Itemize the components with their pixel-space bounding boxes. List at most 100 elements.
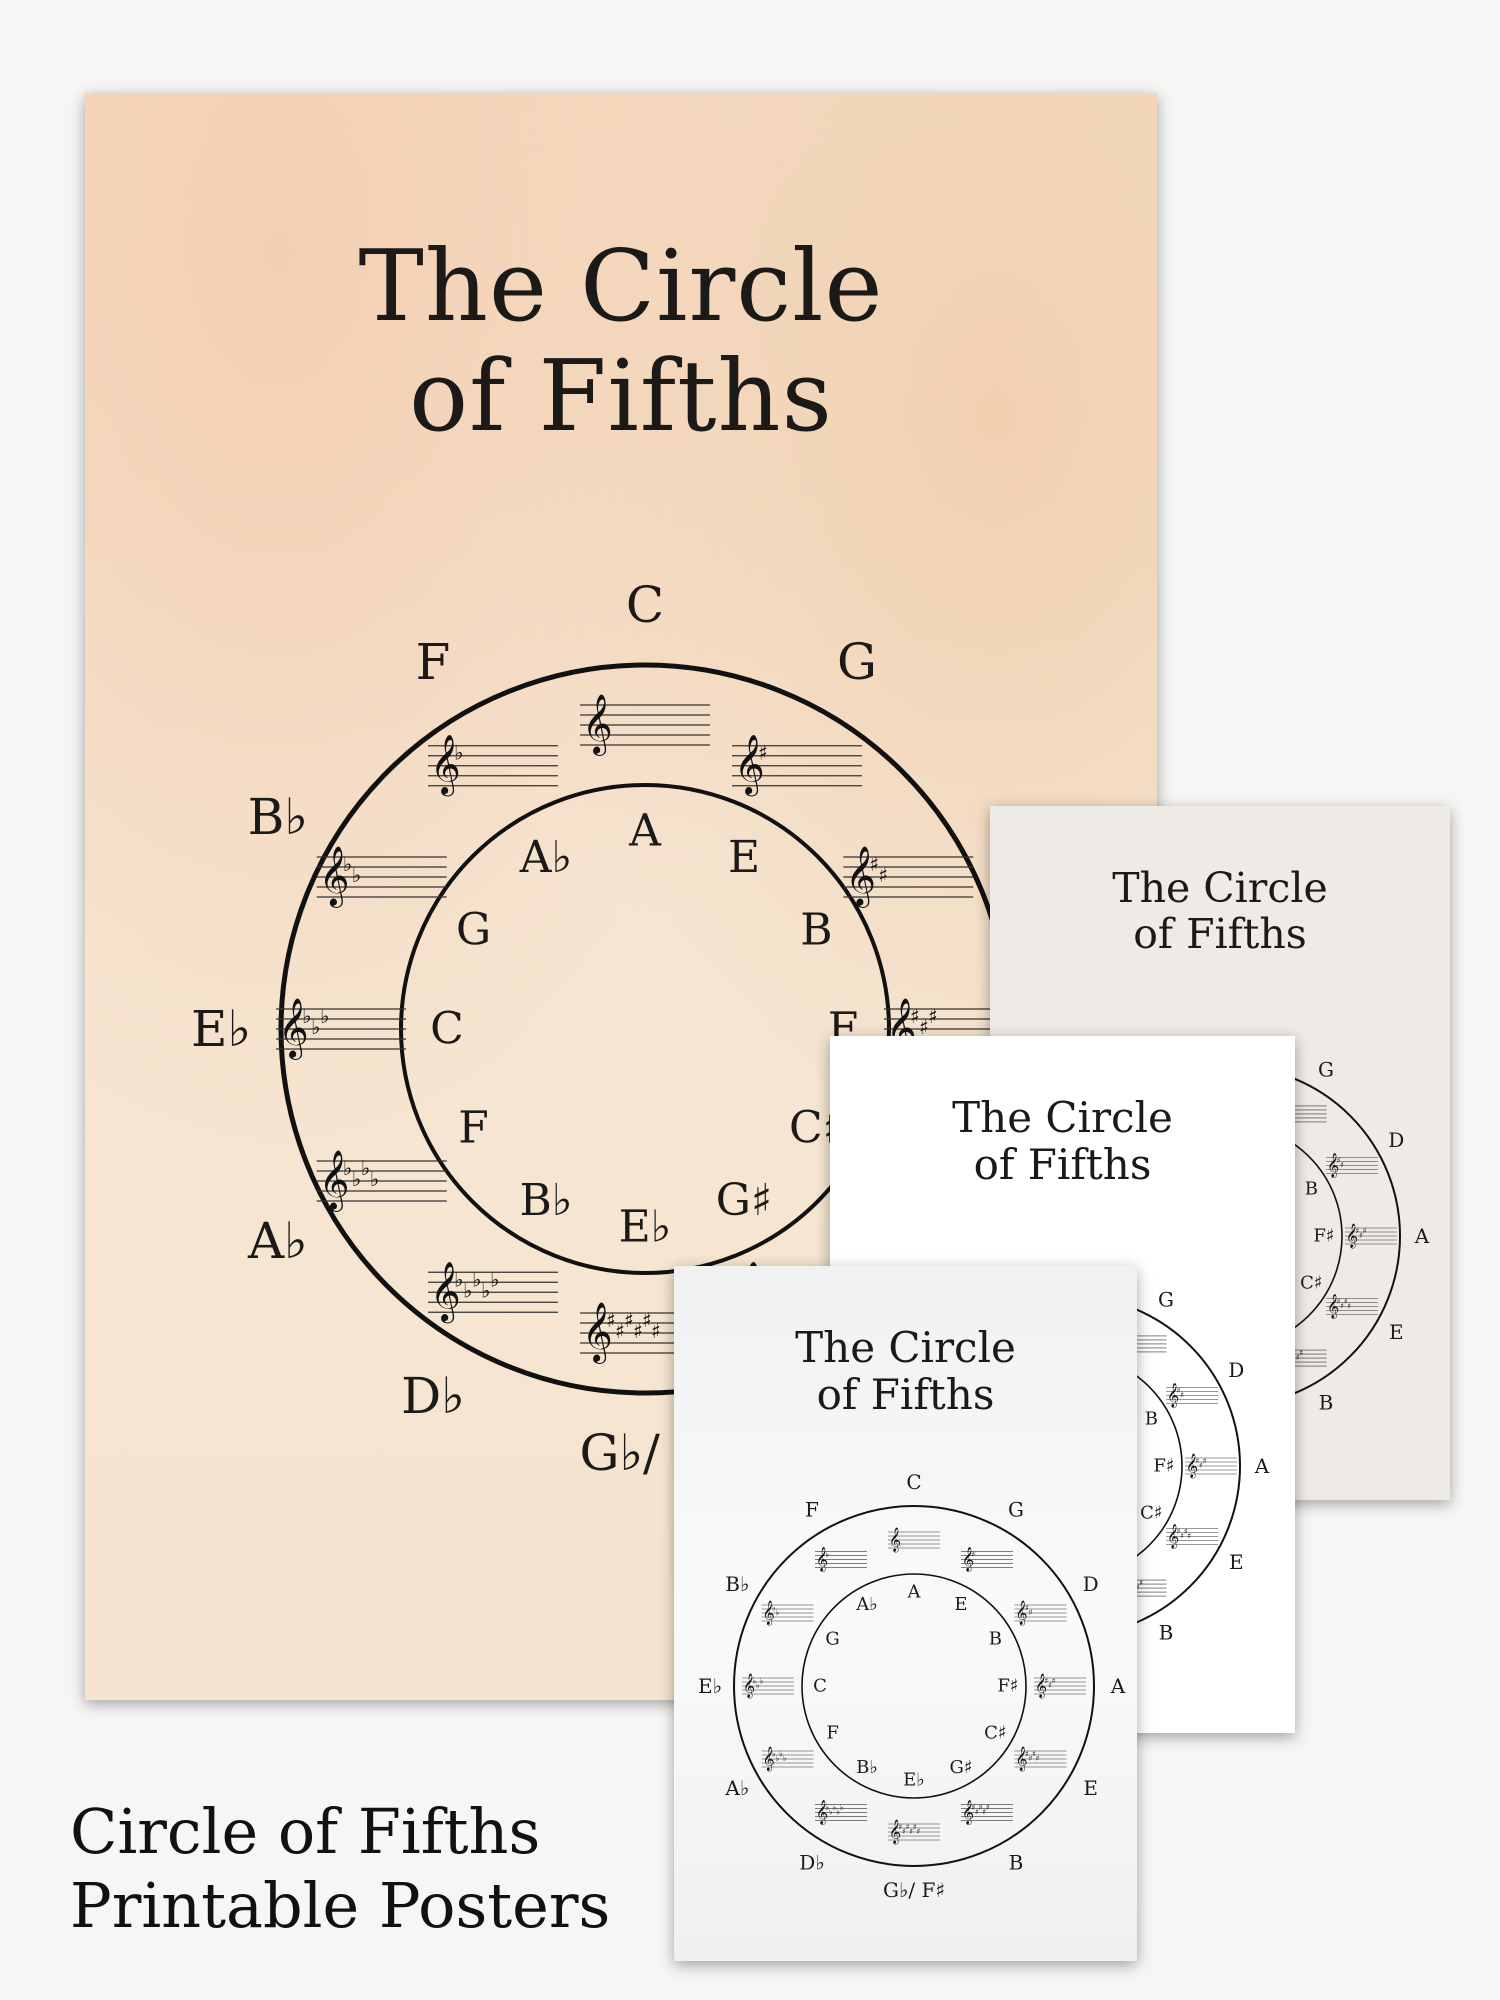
minor-key-label: G [456,905,491,956]
sharp-icon: ♯ [633,1319,643,1343]
treble-clef-icon: 𝄞 [319,846,350,908]
major-key-label: E♭ [191,1000,251,1058]
sharp-icon: ♯ [986,1803,990,1812]
sharp-icon: ♯ [1184,1527,1188,1536]
sharp-icon: ♯ [1199,1461,1203,1470]
minor-key-label: A [907,1582,922,1603]
flat-icon: ♭ [833,1803,837,1812]
sharp-icon: ♯ [1347,1302,1351,1311]
major-key-label: G [1158,1288,1174,1312]
major-key-label: A♭ [247,1212,308,1270]
sharp-icon: ♯ [878,863,888,887]
major-key-label: F [805,1497,819,1521]
major-key-label: C [906,1470,921,1494]
minor-key-label: C♯ [1300,1273,1322,1294]
sharp-icon: ♯ [982,1807,986,1816]
sharp-icon: ♯ [919,1015,929,1039]
treble-clef-icon: 𝄞 [1346,1223,1358,1248]
caption-line1: Circle of Fifths [70,1795,541,1868]
treble-clef-icon: 𝄞 [1015,1746,1027,1771]
major-key-label: C [626,576,664,634]
major-key-label: G [837,633,877,691]
sharp-icon: ♯ [909,1827,913,1836]
flat-icon: ♭ [302,1004,311,1028]
key-signature-staff: 𝄞♭ [815,1547,867,1572]
major-key-label: G♭/ F♯ [883,1878,945,1902]
key-signature-staff: 𝄞♭♭ [761,1600,814,1625]
sharp-icon: ♯ [928,1004,938,1028]
flat-icon: ♭ [454,1267,463,1291]
key-signature-staff: 𝄞♯ [732,735,862,797]
minor-key-label: E [728,832,760,883]
sharp-icon: ♯ [906,1823,910,1832]
sharp-icon: ♯ [1025,1750,1029,1759]
sharp-icon: ♯ [1139,1579,1143,1588]
poster-title: The Circle of Fifths [674,1324,1137,1418]
key-signature-staff: 𝄞♯♯ [843,846,974,908]
treble-clef-icon: 𝄞 [1035,1673,1047,1698]
key-signature-staff: 𝄞♭♭♭♭♭ [428,1261,558,1323]
key-signature-staff: 𝄞♯♯♯ [1034,1673,1086,1698]
minor-key-label: B [800,905,832,956]
flat-icon: ♭ [490,1267,499,1291]
flat-icon: ♭ [760,1677,764,1686]
sharp-icon: ♯ [1340,1161,1344,1170]
major-key-label: G [1318,1058,1334,1082]
major-key-label: D♭ [799,1851,824,1875]
key-signature-staff: 𝄞♯♯♯♯♯♯ [888,1819,940,1844]
major-key-label: E [1083,1776,1098,1800]
flat-icon: ♭ [343,1156,352,1180]
minor-key-label: A♭ [855,1594,878,1615]
major-key-label: D [1228,1358,1244,1382]
sharp-icon: ♯ [1337,1297,1341,1306]
poster-title-line1: The Circle [1112,864,1328,912]
flat-icon: ♭ [352,863,361,887]
poster-title-line2: of Fifths [816,1370,995,1420]
poster-title-line1: The Circle [952,1093,1173,1142]
circle-group: 𝄞CA𝄞♯GE𝄞♯♯DB𝄞♯♯♯AF♯𝄞♯♯♯♯EC♯𝄞♯♯♯♯♯BG♯𝄞♯♯♯… [698,1470,1126,1902]
flat-icon: ♭ [779,1750,783,1759]
product-caption: Circle of Fifths Printable Posters [70,1795,610,1944]
flat-icon: ♭ [320,1004,329,1028]
flat-icon: ♭ [776,1754,780,1763]
major-key-label: B [1159,1620,1174,1644]
treble-clef-icon: 𝄞 [582,1302,613,1364]
key-signature-staff: 𝄞♭♭♭ [742,1673,794,1698]
key-signature-staff: 𝄞♯♯♯♯ [1014,1746,1067,1771]
major-key-label: B♭ [248,788,308,846]
key-signature-staff: 𝄞 [580,694,710,756]
sharp-icon: ♯ [642,1308,652,1332]
key-signature-staff: 𝄞♯♯♯ [1185,1453,1237,1478]
sharp-icon: ♯ [1187,1532,1191,1541]
major-key-label: B [1009,1851,1024,1875]
treble-clef-icon: 𝄞 [816,1800,828,1825]
treble-clef-icon: 𝄞 [845,846,876,908]
poster-title-line1: The Circle [358,230,884,344]
minor-key-label: A♭ [519,832,573,883]
sharp-icon: ♯ [1340,1302,1344,1311]
major-key-label: E [1389,1320,1404,1344]
sharp-icon: ♯ [1177,1386,1181,1395]
minor-key-label: B [1145,1409,1158,1430]
outer-ring [733,1505,1095,1867]
poster-title-line1: The Circle [795,1323,1016,1372]
minor-key-label: C [430,1004,464,1055]
key-signature-staff: 𝄞♯ [961,1547,1013,1572]
minor-key-label: G♯ [716,1175,772,1226]
poster-title: The Circle of Fifths [85,230,1157,454]
caption-line2: Printable Posters [70,1869,611,1943]
sharp-icon: ♯ [1028,1608,1032,1617]
major-key-label: G [1008,1497,1024,1521]
sharp-icon: ♯ [971,1803,975,1812]
poster-title-line2: of Fifths [409,339,833,454]
sharp-icon: ♯ [902,1827,906,1836]
flat-icon: ♭ [772,1604,776,1613]
sharp-icon: ♯ [1044,1677,1048,1686]
sharp-icon: ♯ [1299,1349,1303,1358]
inner-ring [801,1573,1027,1799]
sharp-icon: ♯ [615,1319,625,1343]
treble-clef-icon: 𝄞 [430,1261,461,1323]
circle-of-fifths-diagram: 𝄞CA𝄞♯GE𝄞♯♯DB𝄞♯♯♯AF♯𝄞♯♯♯♯EC♯𝄞♯♯♯♯♯BG♯𝄞♯♯♯… [698,1470,1126,1902]
minor-key-label: B♭ [856,1757,878,1778]
treble-clef-icon: 𝄞 [1015,1600,1027,1625]
